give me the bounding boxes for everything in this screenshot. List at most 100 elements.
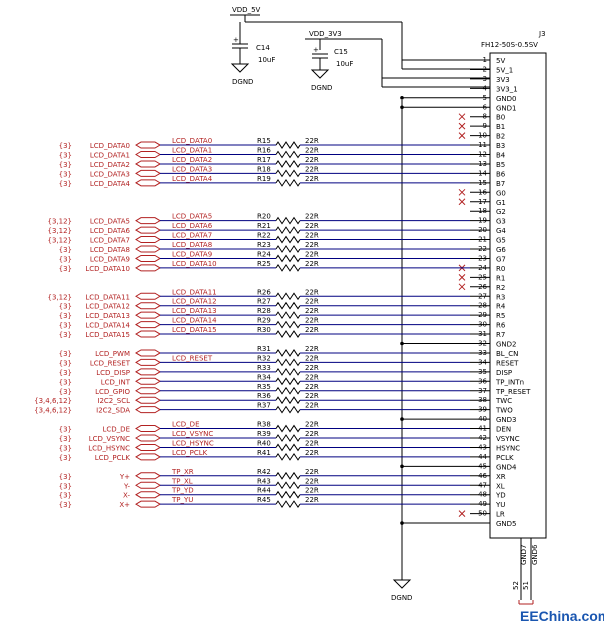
port-arrow-icon: [135, 500, 161, 508]
pin-name: R1: [496, 274, 505, 282]
junction-dot: [400, 96, 404, 100]
port-name: LCD_DATA9: [90, 255, 130, 263]
pin-name: G3: [496, 218, 506, 226]
sheet-ref: {3}: [59, 152, 72, 160]
net-label: LCD_DATA3: [172, 165, 212, 173]
net-label: LCD_DATA1: [172, 147, 212, 155]
port-name: LCD_DATA12: [85, 303, 130, 311]
pin-name: B5: [496, 161, 505, 169]
resistor-value: 22R: [305, 354, 319, 362]
net-label: LCD_DATA2: [172, 156, 212, 164]
resistor-icon: [275, 500, 301, 509]
port-name: Y+: [119, 473, 130, 481]
port-arrow-icon: [135, 396, 161, 404]
resistor-ref: R35: [257, 383, 271, 391]
net-label: LCD_DATA15: [172, 326, 217, 334]
resistor-value: 22R: [305, 430, 319, 438]
port-arrow-icon: [135, 141, 161, 149]
port-arrow-icon: [135, 254, 161, 262]
net-label: LCD_DATA11: [172, 288, 217, 296]
net-label: TP_YD: [171, 487, 194, 495]
sheet-ref: {3}: [59, 492, 72, 500]
pin-name: TWC: [495, 397, 512, 405]
pin-name: TP_INTn: [495, 378, 524, 386]
pin-name: BL_CN: [496, 350, 518, 358]
sheet-ref: {3}: [59, 359, 72, 367]
sheet-ref: {3,4,6,12}: [34, 407, 72, 415]
net-label: LCD_VSYNC: [172, 430, 213, 438]
pin-name: VSYNC: [496, 435, 520, 443]
ground-bus: DGND: [391, 100, 412, 602]
resistor-ref: R34: [257, 373, 271, 381]
resistor-value: 22R: [305, 392, 319, 400]
resistor-icon: [275, 226, 301, 235]
sheet-ref: {3}: [59, 378, 72, 386]
port-name: LCD_DATA11: [85, 293, 130, 301]
pin-name: GND1: [496, 104, 517, 112]
resistor-value: 22R: [305, 421, 319, 429]
resistor-ref: R30: [257, 326, 271, 334]
resistor-icon: [275, 141, 301, 149]
no-connect-icon: [458, 122, 466, 130]
no-connect-icon: [458, 273, 466, 281]
resistor-ref: R32: [257, 354, 271, 362]
pin-name: G1: [496, 199, 506, 207]
sheet-ref: {3}: [59, 265, 72, 273]
resistor-ref: R44: [257, 487, 271, 495]
port-name: LCD_DATA13: [85, 312, 130, 320]
pin-name: B6: [496, 170, 506, 178]
port-arrow-icon: [135, 264, 161, 272]
resistor-value: 22R: [305, 175, 319, 183]
sheet-ref: {3}: [59, 303, 72, 311]
port-name: LCD_DATA7: [90, 237, 130, 245]
port-arrow-icon: [135, 217, 161, 225]
pin52-label: 52: [512, 581, 520, 590]
connector-part: FH12-50S-0.5SV: [481, 41, 538, 49]
port-arrow-icon: [135, 434, 161, 442]
resistor-ref: R39: [257, 430, 271, 438]
resistor-ref: R37: [257, 402, 271, 410]
watermark: EEChina.com: [520, 608, 604, 624]
port-name: LCD_DATA3: [90, 170, 130, 178]
port-name: LCD_DATA10: [85, 265, 130, 273]
sheet-ref: {3,4,6,12}: [34, 397, 72, 405]
port-name: LCD_DISP: [96, 369, 130, 377]
resistor-ref: R36: [257, 392, 271, 400]
port-arrow-icon: [135, 169, 161, 177]
port-name: LCD_PWM: [95, 350, 130, 358]
port-name: LCD_PCLK: [95, 454, 131, 462]
resistor-value: 22R: [305, 439, 319, 447]
net-label: LCD_DATA14: [172, 317, 217, 325]
pin-name: PCLK: [496, 454, 514, 462]
net-label: LCD_DATA12: [172, 298, 217, 306]
resistor-icon: [275, 396, 301, 405]
connector-ref: J3: [538, 30, 546, 38]
resistor-value: 22R: [305, 288, 319, 296]
resistor-icon: [275, 330, 301, 338]
resistor-value: 22R: [305, 298, 319, 306]
pin-name: G2: [496, 208, 506, 216]
sheet-ref: {3}: [59, 388, 72, 396]
resistor-value: 22R: [305, 345, 319, 353]
pin-name: B1: [496, 123, 505, 131]
resistor-ref: R41: [257, 449, 271, 457]
port-name: LCD_DATA1: [90, 152, 130, 160]
resistor-value: 22R: [305, 317, 319, 325]
resistor-icon: [275, 358, 301, 367]
resistor-icon: [275, 301, 301, 310]
resistor-icon: [275, 386, 301, 395]
port-arrow-icon: [135, 358, 161, 366]
port-name: LCD_DATA4: [90, 180, 131, 188]
net-label: LCD_DATA6: [172, 222, 213, 230]
net-label: LCD_DATA13: [172, 307, 217, 315]
port-name: LCD_DATA6: [90, 227, 131, 235]
sheet-ref: {3}: [59, 161, 72, 169]
pin-name: R2: [496, 284, 505, 292]
port-arrow-icon: [135, 377, 161, 385]
pin-name: B0: [496, 114, 505, 122]
